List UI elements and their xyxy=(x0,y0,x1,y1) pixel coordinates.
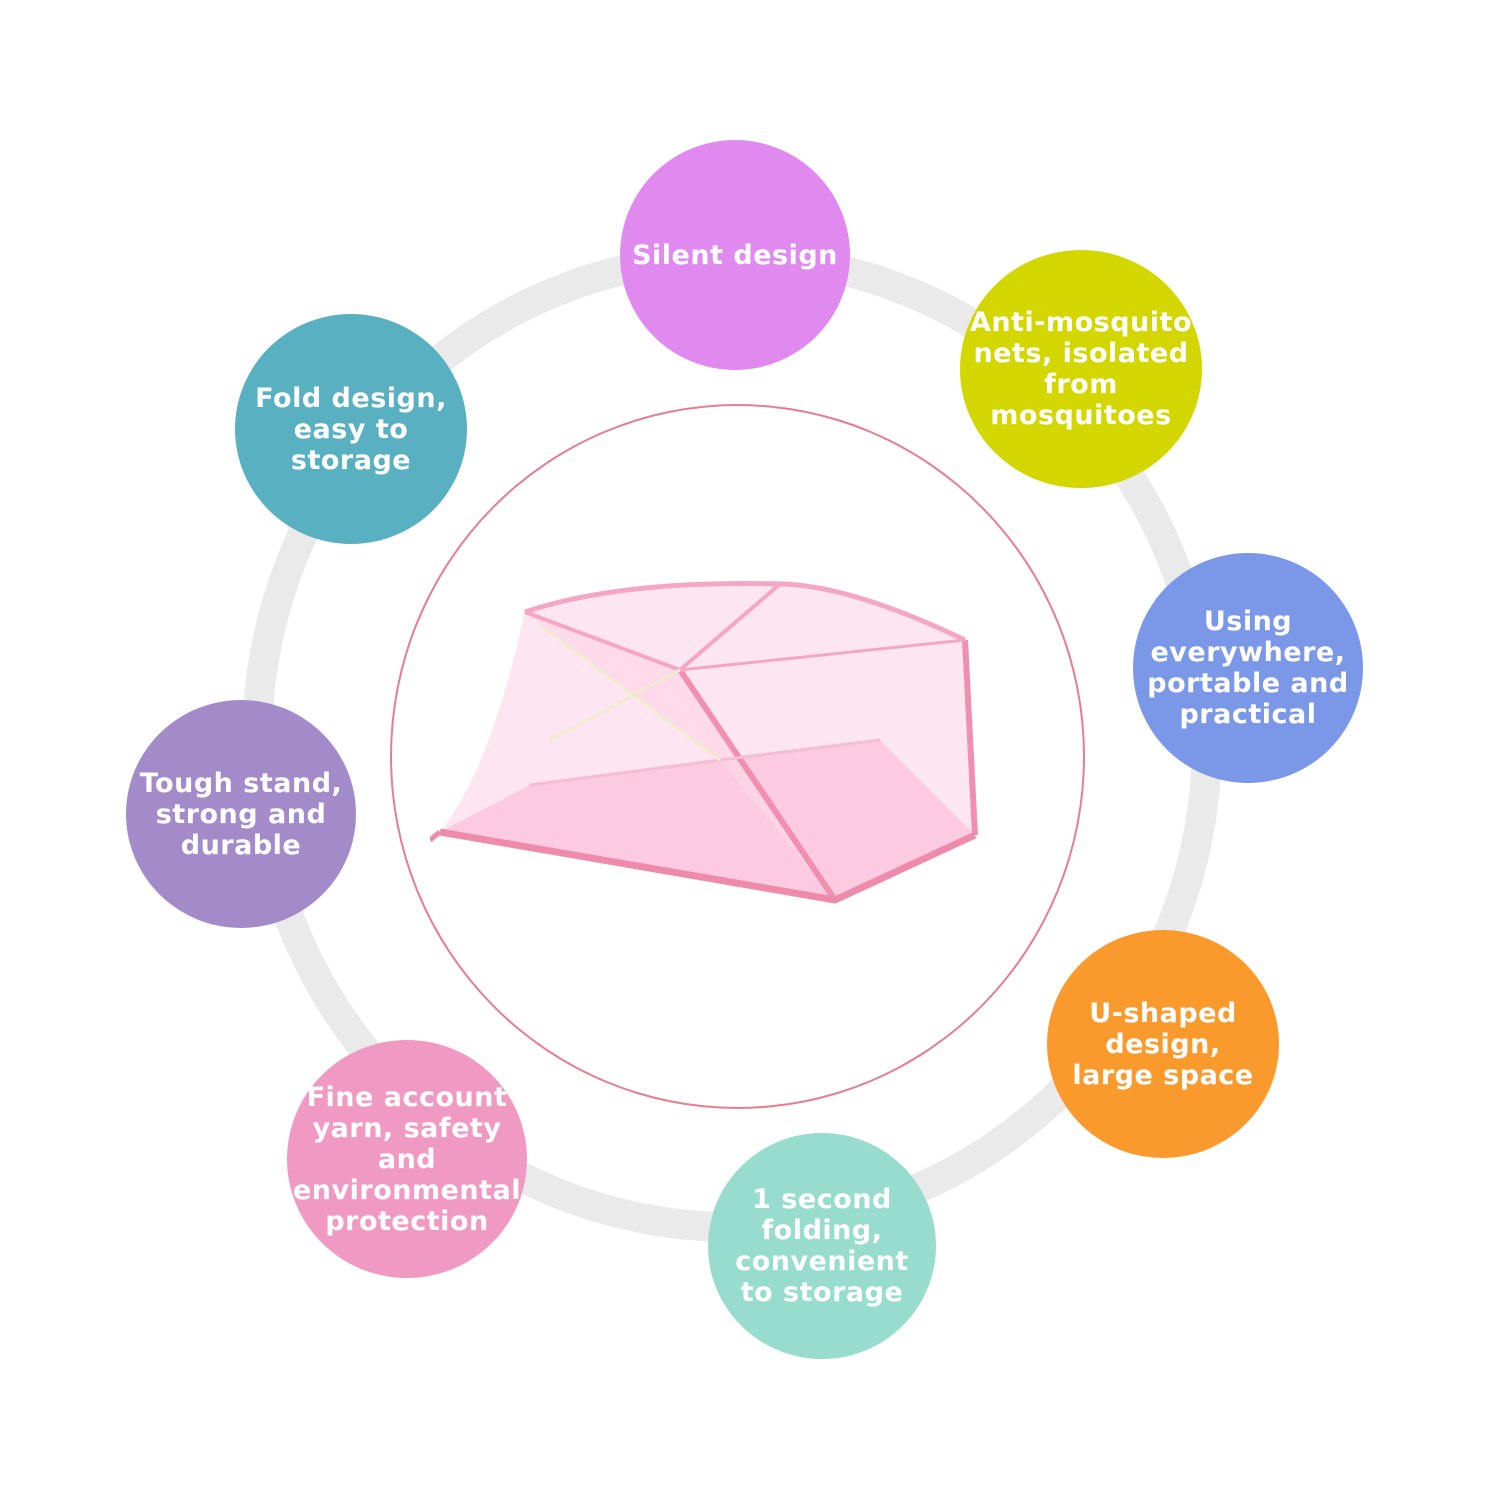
feature-label: 1 second folding, convenient to storage xyxy=(735,1184,909,1308)
feature-bubble-one-second-folding: 1 second folding, convenient to storage xyxy=(708,1133,936,1359)
feature-label: Fold design, easy to storage xyxy=(255,382,447,476)
feature-label: Tough stand, strong and durable xyxy=(139,767,343,861)
feature-label: U-shaped design, large space xyxy=(1072,997,1254,1091)
feature-label: Fine account yarn, safety and environmen… xyxy=(292,1081,522,1237)
feature-label: Silent design xyxy=(632,239,838,271)
feature-bubble-fold-design: Fold design, easy to storage xyxy=(235,314,467,544)
feature-label: Anti-mosquito nets, isolated from mosqui… xyxy=(970,307,1192,431)
feature-bubble-tough-stand: Tough stand, strong and durable xyxy=(126,700,356,928)
feature-bubble-silent-design: Silent design xyxy=(620,140,850,370)
feature-bubble-fine-account-yarn: Fine account yarn, safety and environmen… xyxy=(287,1040,527,1278)
mosquito-net-tent-image xyxy=(430,581,978,904)
feature-label: Using everywhere, portable and practical xyxy=(1147,606,1349,730)
feature-bubble-u-shaped-design: U-shaped design, large space xyxy=(1047,930,1279,1158)
feature-bubble-anti-mosquito: Anti-mosquito nets, isolated from mosqui… xyxy=(960,250,1202,488)
feature-bubble-using-everywhere: Using everywhere, portable and practical xyxy=(1133,553,1363,783)
